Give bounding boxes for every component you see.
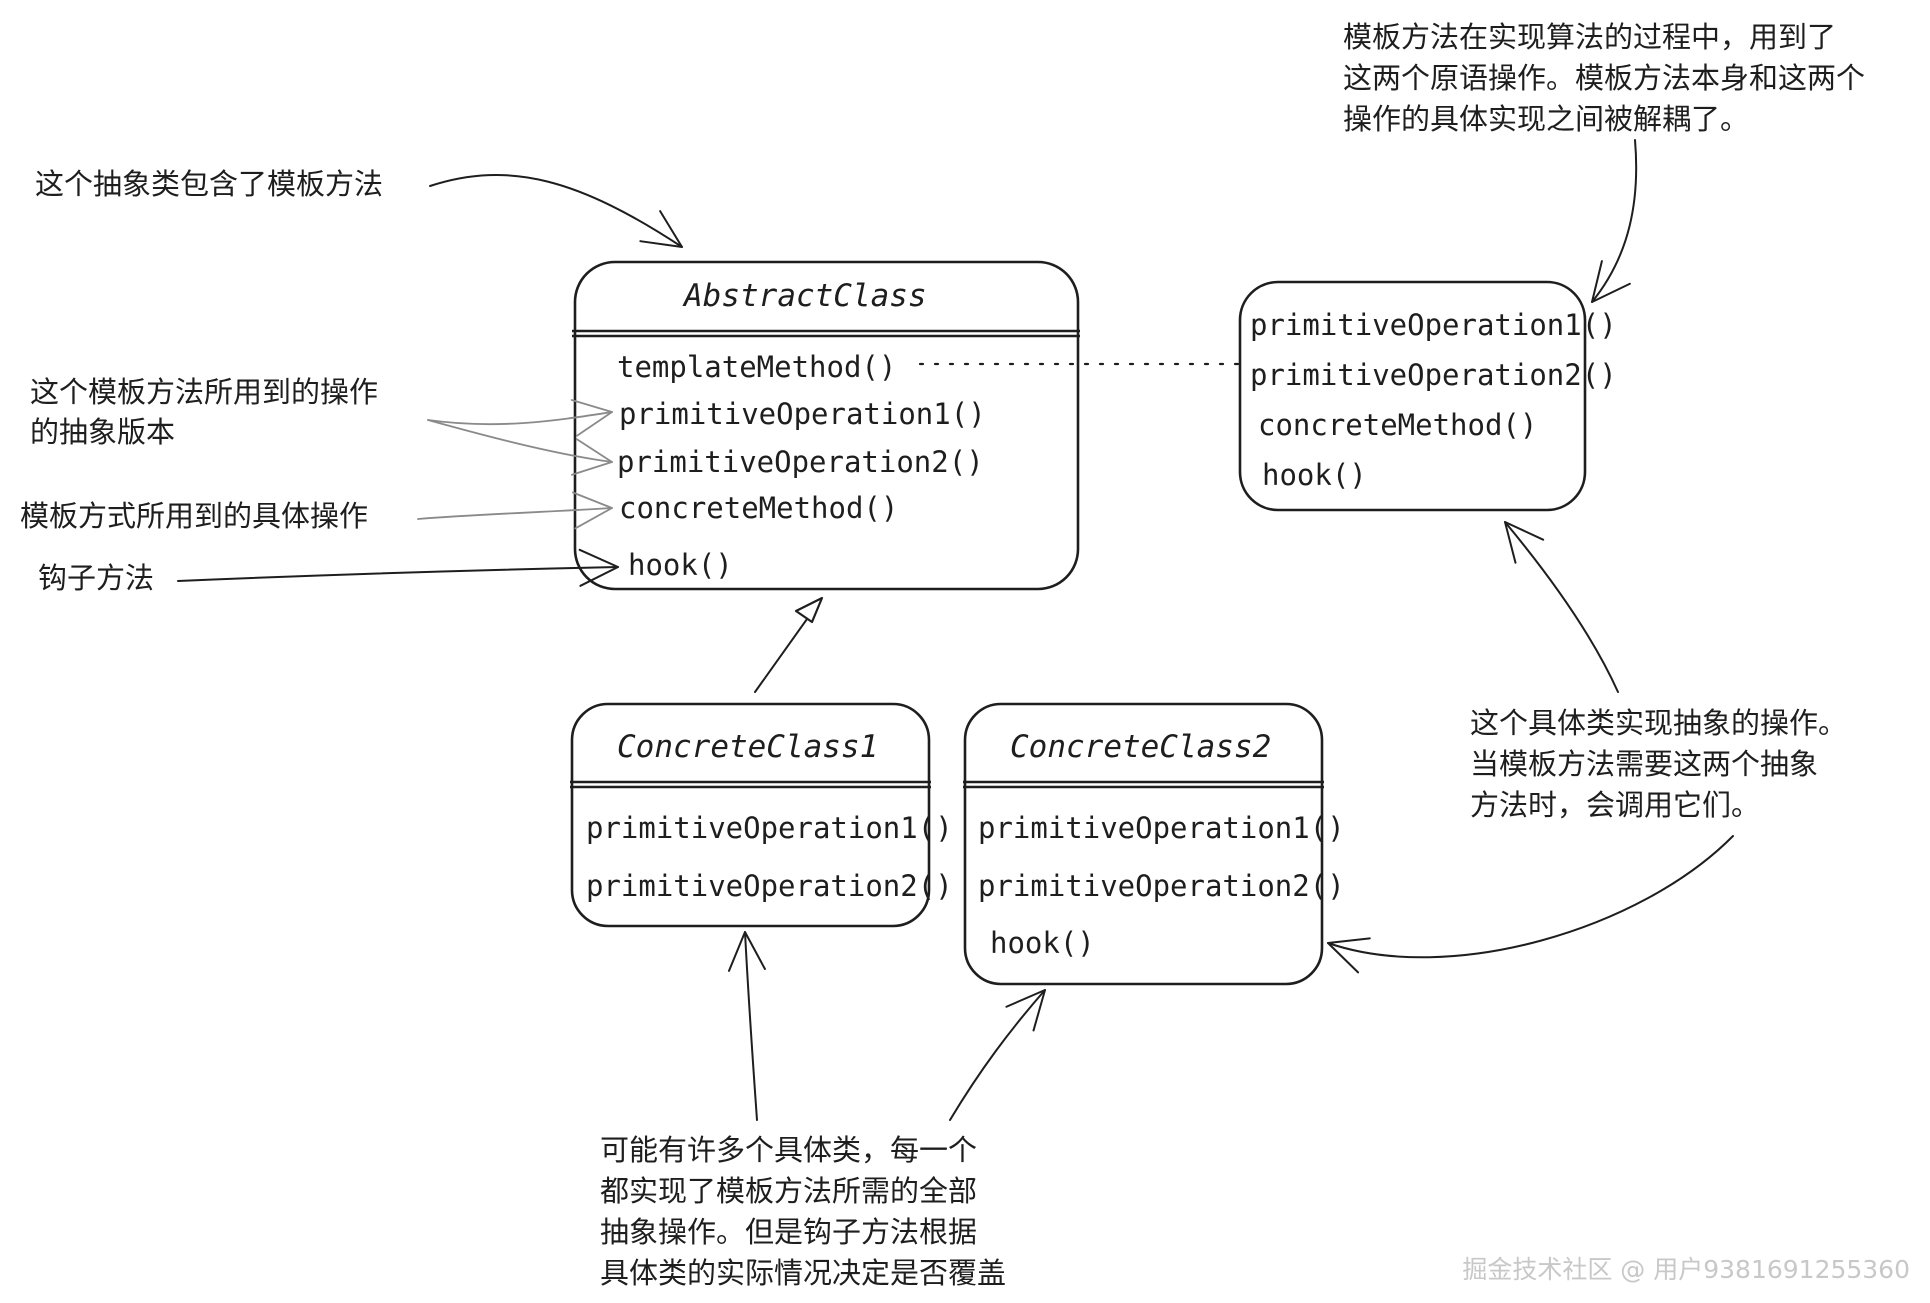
abstract-concrete-method-label: concreteMethod(): [619, 491, 898, 525]
note-concrete-impl: 这个具体类实现抽象的操作。 当模板方法需要这两个抽象 方法时，会调用它们。: [1470, 706, 1847, 822]
note-decoupled-line: 模板方法在实现算法的过程中，用到了: [1343, 20, 1836, 54]
note-many-concrete-line: 可能有许多个具体类，每一个: [600, 1133, 977, 1167]
primitive-op2-label: primitiveOperation2(): [1250, 358, 1617, 392]
note-hook: 钩子方法: [38, 561, 154, 595]
note-abstract-class: 这个抽象类包含了模板方法: [35, 167, 383, 201]
concrete1-primitive-op1-label: primitiveOperation1(): [586, 811, 953, 845]
note-abstract-ops-line: 这个模板方法所用到的操作: [30, 375, 378, 409]
arrow-concrete-class2-note: [1327, 835, 1734, 974]
concrete-class1-frame: [570, 702, 931, 928]
note-concrete-impl-line: 这个具体类实现抽象的操作。: [1470, 706, 1847, 740]
concrete-class1-title: ConcreteClass1: [617, 729, 878, 765]
concrete-class2-title: ConcreteClass2: [1010, 729, 1271, 765]
abstract-class-box: AbstractClass templateMethod() primitive…: [572, 260, 1080, 591]
note-decoupled-line: 这两个原语操作。模板方法本身和这两个: [1343, 61, 1865, 95]
concrete-class2-frame: [963, 702, 1324, 986]
abstract-class-title: AbstractClass: [682, 278, 927, 314]
concrete-class2-box: ConcreteClass2 primitiveOperation1() pri…: [963, 702, 1345, 986]
concrete2-primitive-op1-label: primitiveOperation1(): [978, 811, 1345, 845]
primitive-op1-label: primitiveOperation1(): [1250, 308, 1617, 342]
note-many-concrete-line: 具体类的实际情况决定是否覆盖: [600, 1256, 1006, 1290]
concrete2-hook-label: hook(): [990, 926, 1095, 960]
arrow-concrete-op: [417, 491, 613, 530]
note-decoupled: 模板方法在实现算法的过程中，用到了 这两个原语操作。模板方法本身和这两个 操作的…: [1343, 20, 1865, 136]
concrete1-primitive-op2-label: primitiveOperation2(): [586, 869, 953, 903]
arrow-to-concrete-class2: [949, 989, 1046, 1121]
abstract-hook-label: hook(): [628, 548, 733, 582]
note-concrete-impl-line: 当模板方法需要这两个抽象: [1470, 747, 1818, 781]
arrow-abstract-class-note: [429, 174, 683, 248]
concrete2-primitive-op2-label: primitiveOperation2(): [978, 869, 1345, 903]
arrow-hook: [177, 548, 619, 587]
primitive-hook-label: hook(): [1262, 458, 1367, 492]
primitive-concrete-method-label: concreteMethod(): [1258, 408, 1537, 442]
arrow-abstract-op1: [427, 399, 613, 437]
arrow-to-concrete-class1: [727, 931, 766, 1121]
arrow-abstract-op2: [427, 419, 613, 476]
note-abstract-ops-line: 的抽象版本: [30, 415, 175, 449]
arrow-decoupled-note: [1591, 139, 1638, 303]
abstract-primitive-op2-label: primitiveOperation2(): [617, 445, 984, 479]
note-many-concrete: 可能有许多个具体类，每一个 都实现了模板方法所需的全部 抽象操作。但是钩子方法根…: [600, 1133, 1006, 1290]
arrow-concrete-impl-note: [1504, 521, 1619, 693]
abstract-primitive-op1-label: primitiveOperation1(): [619, 397, 986, 431]
primitive-operations-frame: [1238, 280, 1587, 512]
note-decoupled-line: 操作的具体实现之间被解耦了。: [1343, 102, 1749, 136]
note-many-concrete-line: 都实现了模板方法所需的全部: [600, 1174, 977, 1208]
primitive-operations-box: primitiveOperation1() primitiveOperation…: [1238, 280, 1617, 512]
template-method-label: templateMethod(): [617, 350, 896, 384]
note-concrete-impl-line: 方法时，会调用它们。: [1470, 788, 1760, 822]
watermark: 掘金技术社区 @ 用户9381691255360: [1462, 1255, 1910, 1284]
note-concrete-ops: 模板方式所用到的具体操作: [20, 499, 368, 533]
note-abstract-ops: 这个模板方法所用到的操作 的抽象版本: [30, 375, 378, 449]
concrete-class1-box: ConcreteClass1 primitiveOperation1() pri…: [570, 702, 953, 928]
note-many-concrete-line: 抽象操作。但是钩子方法根据: [600, 1215, 977, 1249]
inheritance-arrow: [754, 596, 824, 693]
